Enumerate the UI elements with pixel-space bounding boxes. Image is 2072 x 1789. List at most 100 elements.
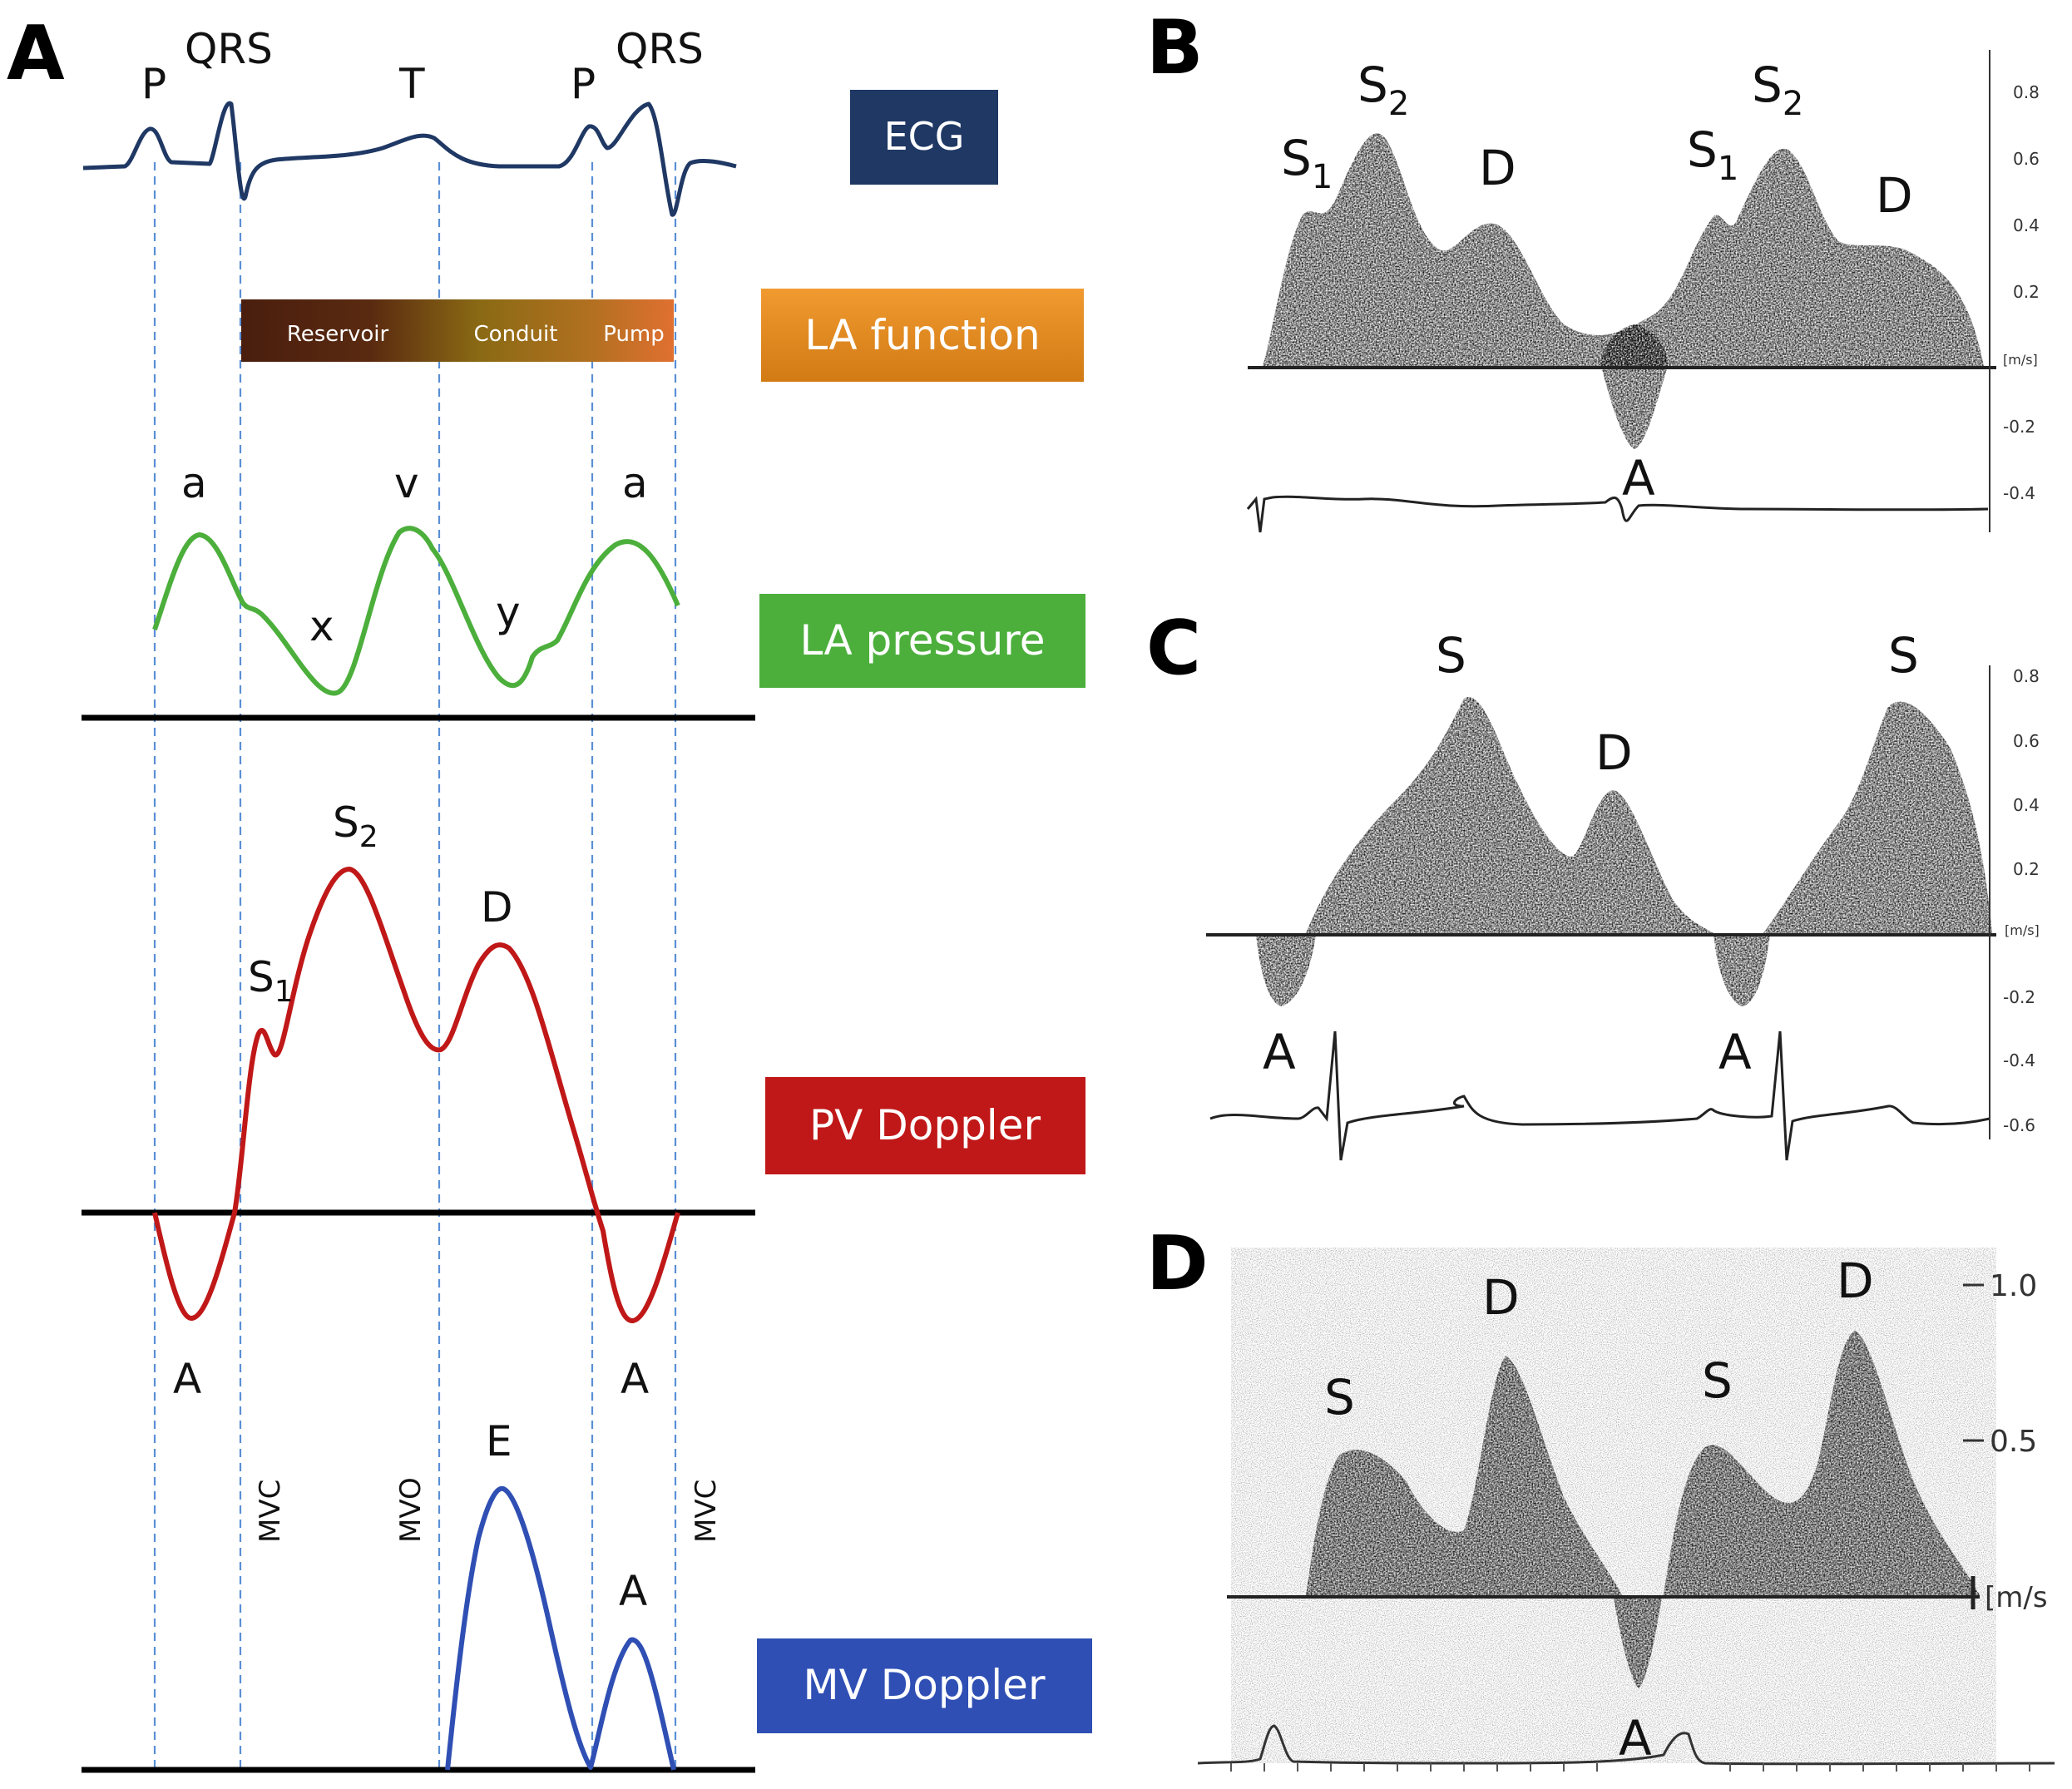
la-phase-reservoir: Reservoir [287,322,389,347]
mv-doppler-trace [445,1485,676,1771]
panel-d-s1: S [1324,1369,1355,1426]
panel-d-spectrum [1306,1356,1622,1595]
panel-b-tick-5: -0.4 [2003,483,2035,503]
panel-b-ecg [1246,495,1989,533]
panel-d-ecg-ticks [1230,1763,2030,1772]
pv-s1-label: S1 [248,953,294,1009]
panel-b-unit: [m/s] [2003,352,2038,368]
la-phase-pump: Pump [603,322,665,347]
panel-d-d1: D [1482,1269,1520,1326]
panel-label-d: D [1146,1220,1209,1307]
pv-doppler-trace [152,867,680,1323]
panel-d-a-wave [1614,1597,1662,1688]
panel-d-ecg [1197,1724,2055,1766]
pv-d-label: D [481,883,513,932]
panel-c-tick-3: 0.2 [2013,859,2040,879]
panel-b-a-wave [1601,324,1668,449]
panel-b-ticks: 0.8 0.6 0.4 0.2 -0.2 -0.4 [m/s] [2003,82,2040,503]
panel-c-tick-1: 0.6 [2013,731,2040,751]
la-pressure-y: y [496,588,521,636]
panel-label-a: A [7,10,65,97]
pv-a1-label: A [173,1355,201,1403]
panel-c-unit: [m/s] [2005,922,2040,938]
mv-e-label: E [486,1417,512,1465]
legend-ecg-box [850,90,998,185]
panel-d-ticks: 1.0 0.5 [m/s [1985,1269,2048,1614]
panel-label-b: B [1146,4,1204,91]
legend-pv-doppler-box [765,1077,1085,1174]
panel-c-spectrum [1306,697,1713,933]
ecg-t-label: T [398,60,425,108]
la-pressure-v: v [394,459,419,507]
legend-ecg-text: ECG [884,114,965,159]
pv-s2-label: S2 [333,798,378,854]
panel-b-s2b: S2 [1752,57,1803,123]
panel-c-a-wave-2 [1713,935,1770,1006]
la-phase-conduit: Conduit [474,322,558,347]
panel-c-tick-6: -0.6 [2003,1115,2035,1135]
legend-pv-doppler-text: PV Doppler [809,1101,1041,1149]
valve-event-labels: MVC MVO MVC [254,1477,723,1543]
panel-d-spectrum-2 [1664,1331,1980,1595]
panel-c-tick-4: -0.2 [2003,987,2035,1007]
panel-b-d: D [1479,140,1516,196]
panel-c-spectrum-2 [1763,701,1992,933]
panel-b-doppler: 0.8 0.6 0.4 0.2 -0.2 -0.4 [m/s] S1 S2 D … [1246,50,2040,533]
panel-c-tick-5: -0.4 [2003,1050,2035,1070]
panel-c-s1: S [1436,627,1466,684]
legend-mv-doppler-text: MV Doppler [803,1661,1045,1709]
legend-la-function: LA function [761,289,1084,382]
la-pressure-trace [152,526,680,696]
panel-b-tick-1: 0.6 [2013,149,2040,169]
legend-ecg: ECG [850,90,998,185]
panel-c-ticks: 0.8 0.6 0.4 0.2 -0.2 -0.4 -0.6 [m/s] [2003,666,2040,1135]
legend-la-function-text: LA function [804,311,1040,359]
legend-la-pressure-box [759,594,1085,688]
panel-b-tick-2: 0.4 [2013,215,2040,235]
mv-doppler-labels: E A [486,1417,647,1615]
legend-mv-doppler-box [757,1638,1092,1733]
panel-c-a2: A [1718,1024,1752,1080]
la-phase-bar-fill [241,299,674,362]
valve-mvc1: MVC [254,1480,287,1543]
pv-a2-label: A [621,1355,649,1403]
ecg-trace [82,101,737,217]
valve-mvc2: MVC [690,1480,723,1543]
panel-c-a-wave-1 [1256,935,1316,1006]
ecg-p2-label: P [571,60,596,108]
panel-d-doppler: 1.0 0.5 [m/s S D S D A [1197,1248,2055,1772]
panel-b-s2: S2 [1357,57,1409,123]
panel-c-ecg [1209,1030,1990,1161]
panel-c-tick-0: 0.8 [2013,666,2040,686]
panel-b-a: A [1622,450,1655,507]
legend-la-pressure: LA pressure [759,594,1085,688]
legend-pv-doppler: PV Doppler [765,1077,1085,1174]
ecg-qrs-label: QRS [185,25,273,73]
panel-c-tick-2: 0.4 [2013,795,2040,815]
legend-la-pressure-text: LA pressure [799,616,1045,665]
panel-c-doppler: 0.8 0.6 0.4 0.2 -0.2 -0.4 -0.6 [m/s] S D… [1206,627,2040,1161]
panel-c-d: D [1595,724,1633,781]
legend-la-function-box [761,289,1084,382]
la-phase-bar: Reservoir Conduit Pump [241,299,674,362]
panel-c-s2: S [1888,627,1919,684]
legend-mv-doppler: MV Doppler [757,1638,1092,1733]
panel-d-a: A [1619,1710,1652,1767]
panel-d-d2: D [1837,1253,1874,1309]
ecg-qrs2-label: QRS [616,25,704,73]
panel-d-tick-1: 0.5 [1990,1425,2037,1459]
panel-b-spectrum [1263,133,1984,366]
panel-b-tick-4: -0.2 [2003,417,2035,437]
panel-b-s1b: S1 [1687,121,1738,188]
la-pressure-labels: a v a x y [181,459,648,650]
panel-c-a1: A [1263,1024,1296,1080]
pv-doppler-labels: S1 S2 D A A [173,798,649,1403]
valve-mvo: MVO [394,1477,428,1543]
panel-b-tick-3: 0.2 [2013,282,2040,302]
panel-label-c: C [1146,605,1201,692]
ecg-wave-labels: P QRS T P QRS [141,25,704,108]
mv-a-label: A [619,1567,647,1615]
la-pressure-a1: a [181,459,207,507]
panel-b-s1: S1 [1281,130,1333,196]
